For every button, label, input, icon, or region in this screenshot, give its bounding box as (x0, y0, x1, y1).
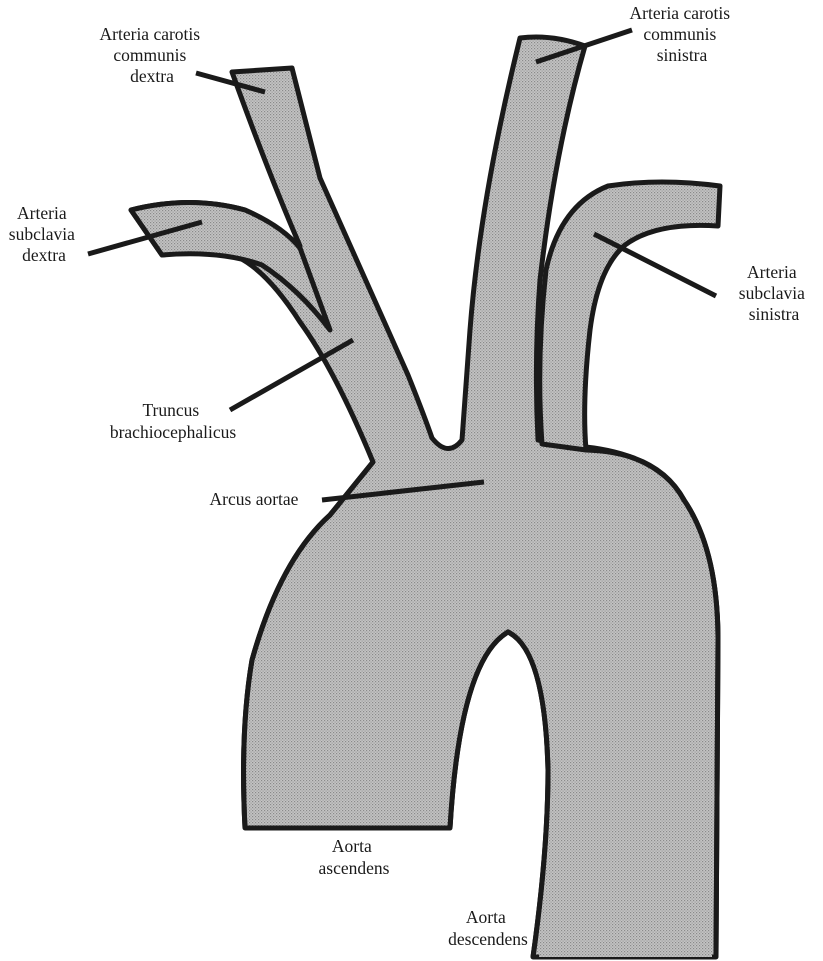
subclavia-sinistra-shape (540, 182, 720, 450)
label-truncus: Truncus brachiocephalicus (110, 400, 237, 442)
label-carotis-dextra: Arteria carotis communis dextra (100, 24, 205, 86)
label-subclavia-dextra: Arteria subclavia dextra (9, 203, 79, 265)
label-aorta-ascendens: Aorta ascendens (319, 836, 390, 878)
label-aorta-descendens: Aorta descendens (448, 907, 528, 949)
leader-subclavia-sinistra (594, 234, 716, 296)
aorta-arch-body (250, 444, 712, 957)
label-carotis-sinistra: Arteria carotis communis sinistra (630, 3, 735, 65)
label-subclavia-sinistra: Arteria subclavia sinistra (739, 262, 809, 324)
label-arcus: Arcus aortae (210, 489, 299, 509)
